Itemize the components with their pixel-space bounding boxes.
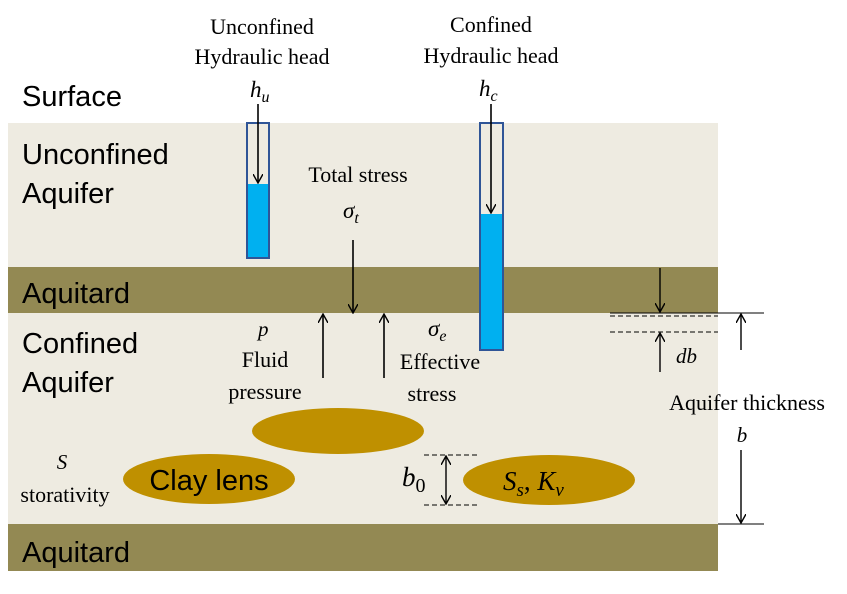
fluid-pressure-symbol: p bbox=[256, 317, 269, 341]
clay-lens-right bbox=[463, 455, 635, 505]
effective-stress-label-line2: stress bbox=[408, 381, 457, 406]
unconfined-head-symbol: hu bbox=[250, 77, 270, 106]
confined-aquifer-label-line1: Confined bbox=[22, 328, 138, 360]
unconfined-aquifer-label-line1: Unconfined bbox=[22, 139, 169, 171]
aquitard-top-layer bbox=[8, 267, 718, 313]
confined-aquifer-label-line2: Aquifer bbox=[22, 367, 114, 399]
surface-label: Surface bbox=[22, 81, 122, 113]
unconfined-well-water bbox=[247, 184, 269, 258]
fluid-pressure-label-line1: Fluid bbox=[242, 347, 288, 372]
confined-well-title-line2: Hydraulic head bbox=[424, 43, 559, 68]
total-stress-label: Total stress bbox=[308, 162, 407, 187]
lens-thickness-symbol: b0 bbox=[402, 462, 426, 497]
storativity-symbol: S bbox=[57, 450, 68, 474]
confined-well-title-line1: Confined bbox=[450, 12, 532, 37]
aquitard-bottom-layer bbox=[8, 524, 718, 571]
unconfined-aquifer-layer bbox=[8, 123, 718, 267]
storativity-label: storativity bbox=[20, 482, 109, 507]
effective-stress-label-line1: Effective bbox=[400, 349, 480, 374]
unconfined-aquifer-label-line2: Aquifer bbox=[22, 178, 114, 210]
confined-head-symbol: hc bbox=[479, 76, 498, 105]
aquifer-thickness-symbol: b bbox=[737, 423, 748, 447]
clay-lens-upper bbox=[252, 408, 424, 454]
lens-properties-label: Ss, Kv bbox=[503, 466, 564, 501]
clay-lens-left bbox=[123, 454, 295, 504]
aquitard-top-label: Aquitard bbox=[22, 278, 130, 310]
aquifer-thickness-label: Aquifer thickness bbox=[669, 390, 825, 415]
compaction-symbol: db bbox=[676, 344, 697, 368]
fluid-pressure-label-line2: pressure bbox=[228, 379, 301, 404]
unconfined-well-title-line1: Unconfined bbox=[210, 14, 314, 39]
clay-lens-label: Clay lens bbox=[149, 465, 268, 497]
unconfined-well-title-line2: Hydraulic head bbox=[195, 44, 330, 69]
effective-stress-symbol: σe bbox=[428, 316, 446, 345]
aquitard-bottom-label: Aquitard bbox=[22, 537, 130, 569]
confined-well-water bbox=[480, 214, 503, 350]
total-stress-symbol: σt bbox=[343, 198, 359, 227]
